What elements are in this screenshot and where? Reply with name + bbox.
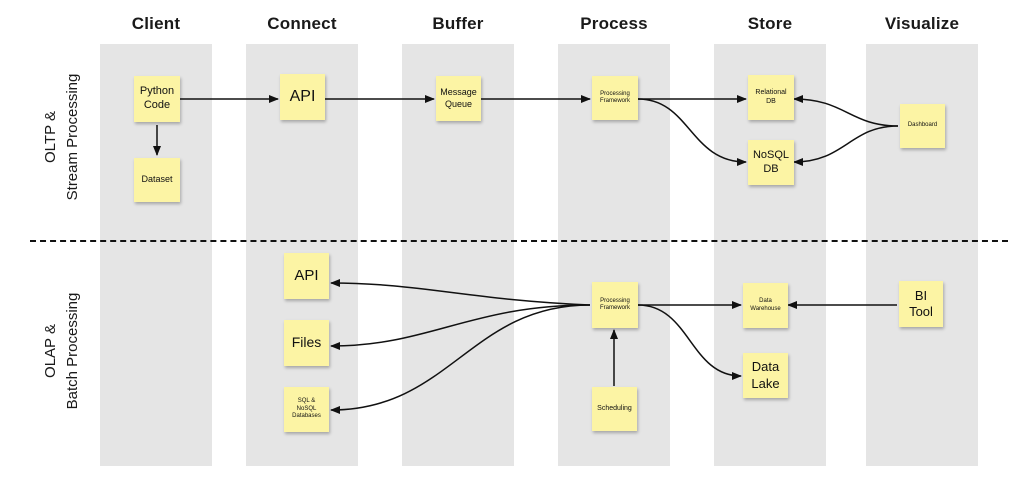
note-scheduling: Scheduling (592, 387, 637, 431)
note-sql-nosql-databases: SQL & NoSQL Databases (284, 387, 329, 432)
column-header-buffer: Buffer (432, 14, 484, 33)
arrow-dashboard-to-relational (793, 95, 899, 127)
note-dashboard: Dashboard (900, 104, 945, 148)
column-header-store: Store (747, 14, 793, 33)
note-data-lake: Data Lake (743, 353, 788, 398)
arrow-framework-to-files (330, 304, 591, 350)
note-relational-db: Relational DB (748, 75, 794, 120)
column-header-connect: Connect (267, 14, 337, 33)
column-header-client: Client (131, 14, 181, 33)
note-nosql-db: NoSQL DB (748, 140, 794, 185)
arrow-framework-to-api (330, 279, 591, 306)
arrow-dashboard-to-nosql (793, 125, 899, 166)
note-api-bottom: API (284, 253, 329, 299)
arrow-framework-to-sql (330, 304, 591, 414)
note-bi-tool: BI Tool (899, 281, 943, 327)
arrow-framework-to-nosql (637, 98, 747, 166)
note-data-warehouse: Data Warehouse (743, 283, 788, 328)
note-api-top: API (280, 74, 325, 120)
arrow-framework-to-lake (637, 304, 742, 380)
note-files: Files (284, 320, 329, 366)
note-processing-framework-top: Processing Framework (592, 76, 638, 120)
column-header-visualize: Visualize (884, 14, 960, 33)
note-python-code: Python Code (134, 76, 180, 122)
note-processing-framework-bottom: Processing Framework (592, 282, 638, 328)
column-header-process: Process (580, 14, 648, 33)
note-message-queue: Message Queue (436, 76, 481, 121)
section-divider (30, 240, 1008, 242)
note-dataset: Dataset (134, 158, 180, 202)
